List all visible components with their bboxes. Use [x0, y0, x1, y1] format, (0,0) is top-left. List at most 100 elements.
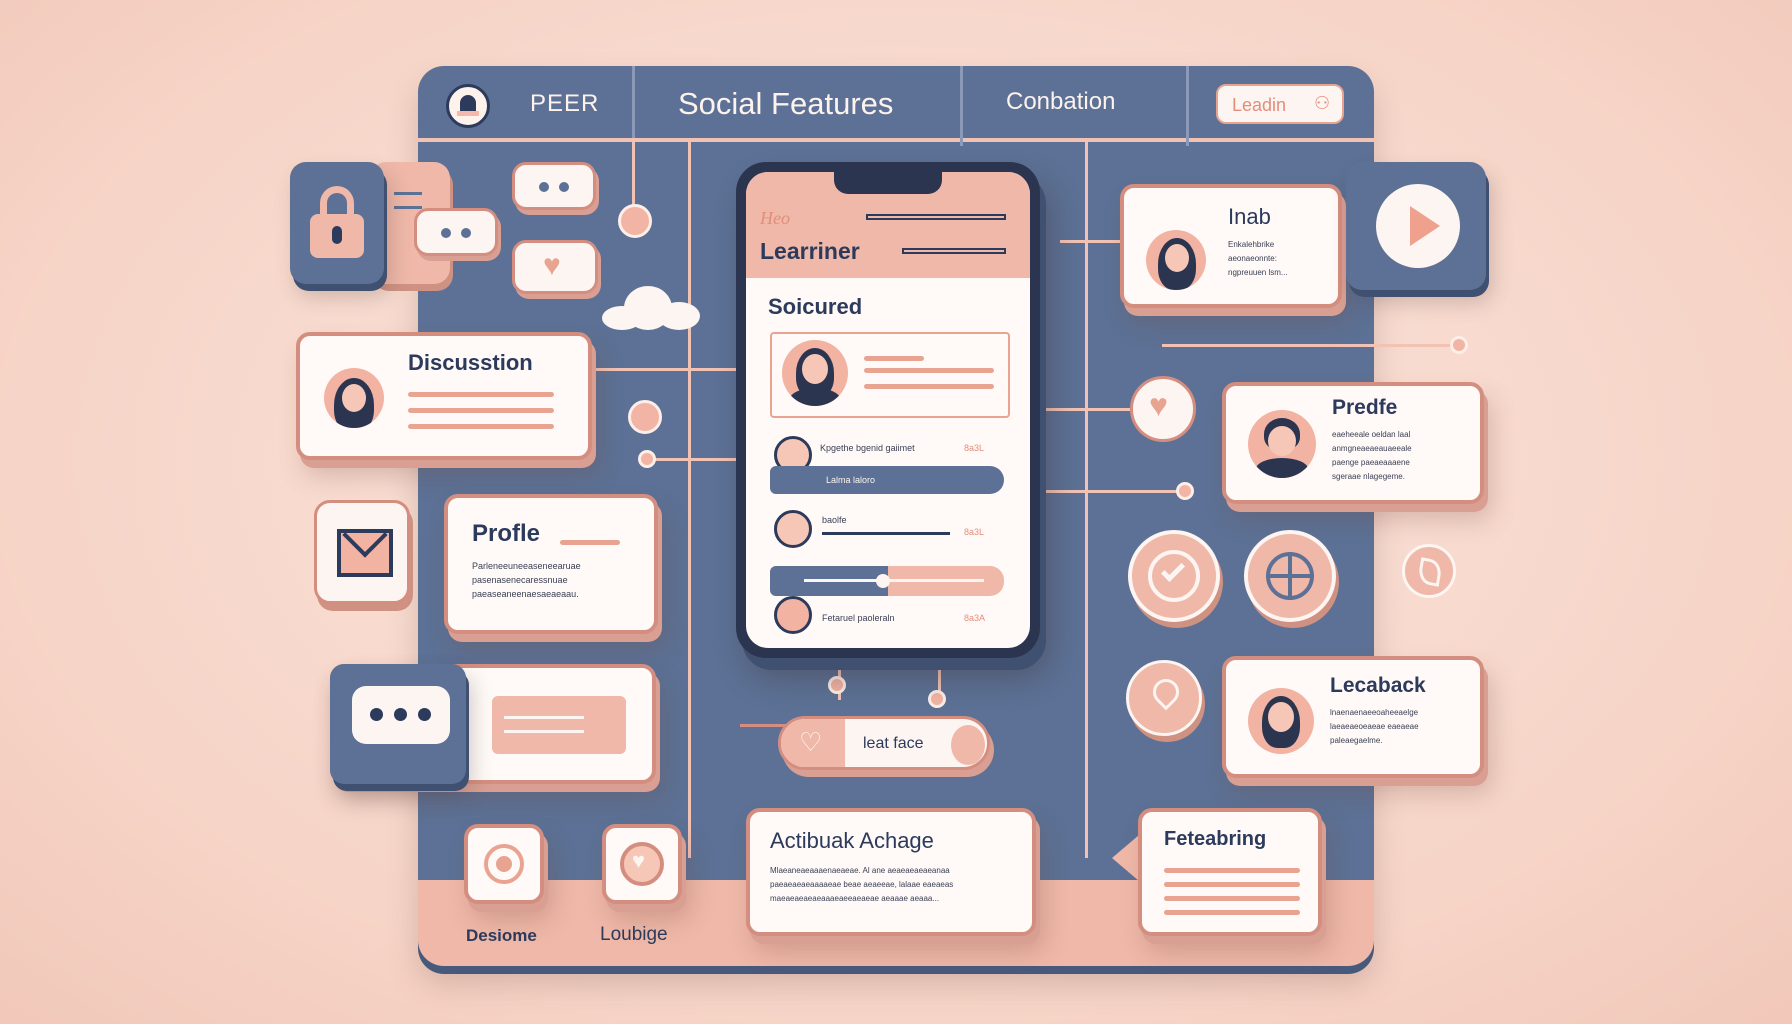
- inab-title: Inab: [1228, 204, 1271, 229]
- brand-logo-icon[interactable]: [446, 84, 490, 128]
- header-divider: [960, 66, 963, 146]
- connector-line: [1030, 490, 1190, 493]
- chat-bubble-icon[interactable]: [512, 162, 596, 210]
- heart-icon: ♥: [543, 249, 561, 282]
- predfe-card[interactable]: Predfe eaeheeale oeldan laal anmgneaeaea…: [1222, 382, 1484, 504]
- connector-node: [828, 676, 846, 694]
- row1-badge: 8a3L: [964, 443, 985, 453]
- row2-badge: 8a3L: [964, 527, 985, 537]
- lecaback-card[interactable]: Lecaback lnaenaenaeeoaheeaelge laeaeaeoe…: [1222, 656, 1484, 778]
- featuring-card[interactable]: Feteabring: [1138, 808, 1322, 936]
- cloud-icon: [602, 286, 702, 330]
- heart-icon: ♥: [632, 848, 646, 873]
- brand-name: PEER: [530, 90, 600, 117]
- inab-line: aeonaeonnte:: [1228, 254, 1277, 263]
- mail-tile[interactable]: [314, 500, 410, 604]
- inab-line: Enkalehbrike: [1228, 240, 1275, 249]
- row3-badge: 8a3A: [964, 613, 986, 623]
- connector-line: [1030, 408, 1130, 411]
- connector-line: [838, 640, 841, 700]
- profile-card[interactable]: Profle Parleneeuneeaseneearuae pasenasen…: [444, 494, 658, 634]
- phone-title: Learriner: [760, 238, 860, 264]
- discussion-card[interactable]: Discusstion: [296, 332, 592, 460]
- inab-line: ngpreuuen lsm...: [1228, 268, 1288, 277]
- connector-node: [638, 450, 656, 468]
- connector-node: [1450, 336, 1468, 354]
- play-tile[interactable]: [1346, 162, 1486, 290]
- phone-notch: [834, 172, 942, 194]
- location-pin-icon[interactable]: [1126, 660, 1202, 736]
- discussion-title: Discusstion: [408, 350, 533, 375]
- lecaback-line: lnaenaenaeeoaheeaelge: [1330, 708, 1419, 717]
- phone-screen: Heo Learriner Soicured Kpgethe bgenid ga…: [746, 172, 1030, 648]
- chat-bubble-icon: [352, 686, 450, 744]
- activity-card[interactable]: Actibuak Achage Mlaeaneaeaaaenaeaeae. Al…: [746, 808, 1036, 936]
- section-title: Soicured: [768, 294, 863, 319]
- avatar: [324, 368, 384, 428]
- mail-icon: [337, 512, 393, 577]
- globe-icon[interactable]: [1244, 530, 1336, 622]
- inab-card[interactable]: Inab Enkalehbrike aeonaeonnte: ngpreuuen…: [1120, 184, 1342, 308]
- target-tile[interactable]: [464, 824, 544, 904]
- connector-line: [938, 640, 941, 700]
- check-badge-icon[interactable]: [1128, 530, 1220, 622]
- connector-line: [592, 368, 742, 371]
- predfe-line: paenge paeaeaaaene: [1332, 458, 1410, 467]
- leat-face-pill[interactable]: ♡ leat face: [778, 716, 990, 770]
- avatar: [782, 340, 848, 406]
- predfe-line: anmgneaeaeauaeeale: [1332, 444, 1412, 453]
- row3-slider[interactable]: [770, 566, 1004, 596]
- heart-icon: ♡: [799, 727, 823, 757]
- connector-line: [650, 458, 742, 461]
- profile-line: pasenasenecaressnuae: [472, 575, 568, 585]
- connector-line: [632, 138, 635, 208]
- lock-tile[interactable]: [290, 162, 384, 284]
- profile-line: paeaseaneenaesaeaeaau.: [472, 589, 579, 599]
- row2-text: baolfe: [822, 515, 847, 525]
- leadin-button-label: Leadin: [1232, 95, 1287, 115]
- avatar: [1146, 230, 1206, 290]
- predfe-line: eaeheeale oeldan laal: [1332, 430, 1411, 439]
- message-card[interactable]: [330, 664, 656, 784]
- nav-item-conbation[interactable]: Conbation: [1006, 88, 1116, 115]
- lock-body: [310, 214, 364, 258]
- predfe-title: Predfe: [1332, 396, 1398, 419]
- connector-line: [1060, 240, 1120, 243]
- row1-text: Kpgethe bgenid gaiimet: [820, 443, 915, 453]
- heart-badge-tile[interactable]: ♥: [602, 824, 682, 904]
- connector-line: [1162, 344, 1458, 347]
- activity-line: Mlaeaneaeaaaenaeaeae. Al ane aeaeaeaeaea…: [770, 866, 950, 875]
- avatar: [1248, 688, 1314, 754]
- leadin-button[interactable]: Leadin ⚇: [1216, 84, 1344, 124]
- connector-node: [1176, 482, 1194, 500]
- learner-profile-row[interactable]: [770, 332, 1010, 418]
- avatar: [1248, 410, 1316, 478]
- pill-label: leat face: [863, 735, 924, 752]
- message-preview: [492, 696, 626, 754]
- connector-node: [618, 204, 652, 238]
- chat-tile: [330, 664, 466, 784]
- activity-line: maeaeaeaeaeaaaeaeeaeaeae aeaaae aeaaa...: [770, 894, 940, 903]
- row3-text: Fetaruel paoleraln: [822, 613, 895, 623]
- featuring-title: Feteabring: [1164, 828, 1267, 850]
- leaf-icon[interactable]: [1402, 544, 1456, 598]
- connector-line: [1085, 138, 1088, 858]
- bottom-label-right: Loubige: [600, 924, 668, 945]
- phone-top-label: Heo: [760, 208, 790, 228]
- lock-icon: [320, 186, 354, 222]
- heart-icon: ♥: [1149, 387, 1168, 423]
- row-avatar: [774, 510, 812, 548]
- users-icon: ⚇: [1314, 93, 1331, 113]
- page-title: Social Features: [678, 86, 894, 121]
- chat-bubble-icon[interactable]: [414, 208, 498, 256]
- row1-bar-label: Lalma laloro: [826, 475, 876, 485]
- heart-tile[interactable]: ♥: [512, 240, 598, 294]
- bottom-label-left: Desiome: [466, 926, 537, 945]
- row1-progress[interactable]: Lalma laloro: [770, 466, 1004, 494]
- connector-line: [688, 138, 691, 858]
- heart-bubble[interactable]: ♥: [1130, 376, 1196, 442]
- header-divider: [632, 66, 635, 146]
- activity-title: Actibuak Achage: [770, 828, 934, 853]
- profile-title: Profle: [472, 520, 541, 547]
- predfe-line: sgeraae nlagegeme.: [1332, 472, 1405, 481]
